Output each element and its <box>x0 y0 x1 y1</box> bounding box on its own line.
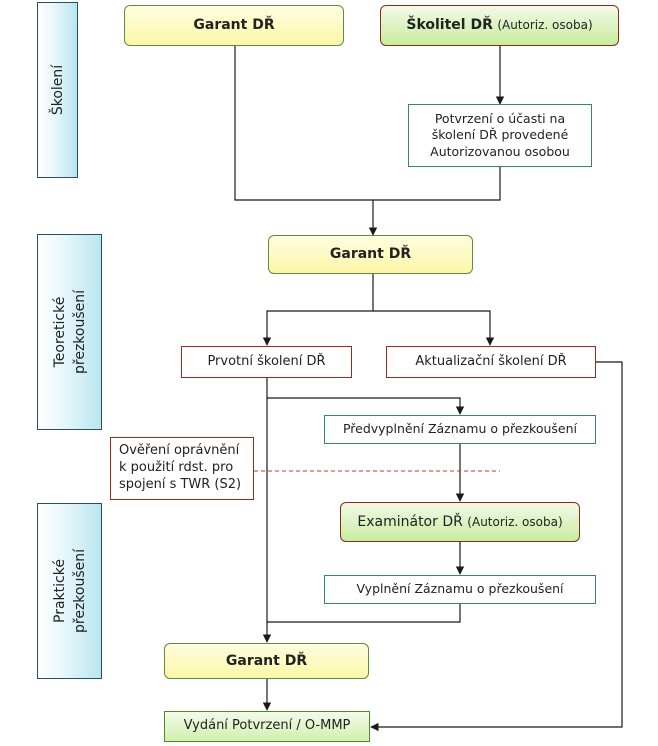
arrow-garant-mid-to-prvotni <box>262 274 374 346</box>
arrow-vyplneni-to-main <box>267 604 461 623</box>
examinator-main: Examinátor DŘ <box>357 513 463 530</box>
aktualizacni-label: Aktualizační školení DŘ <box>415 353 567 369</box>
arrow-potvrzeni-to-merge <box>373 167 501 201</box>
skolitel-label: Školitel DŘ (Autoriz. osoba) <box>406 16 592 34</box>
lane-teoreticke-label: Teoretické přezkoušení <box>51 289 88 375</box>
garant-bottom-label: Garant DŘ <box>225 652 308 669</box>
arrow-garant-top-to-garant-mid <box>234 46 378 236</box>
prvotni-node: Prvotní školení DŘ <box>181 346 352 378</box>
potvrzeni-ucasti-node: Potvrzení o účasti na školení DŘ provede… <box>408 104 592 167</box>
potvrzeni-ucasti-label: Potvrzení o účasti na školení DŘ provede… <box>430 111 570 159</box>
vydani-node: Vydání Potvrzení / O-MMP <box>164 711 370 742</box>
predvyplneni-node: Předvyplnění Záznamu o přezkoušení <box>324 415 596 444</box>
arrow-prvotni-to-predvyplneni <box>267 397 465 415</box>
garant-top-label: Garant DŘ <box>193 17 275 34</box>
examinator-label: Examinátor DŘ (Autoriz. osoba) <box>357 513 562 531</box>
lane-teoreticke: Teoretické přezkoušení <box>37 234 102 430</box>
arrow-aktualizacni-to-vydani <box>370 361 623 732</box>
overeni-node: Ověření oprávnění k použití rdst. pro sp… <box>110 437 254 500</box>
lane-prakticke-label: Praktické přezkoušení <box>51 548 88 634</box>
skolitel-node: Školitel DŘ (Autoriz. osoba) <box>380 5 619 46</box>
garant-bottom-node: Garant DŘ <box>164 643 369 679</box>
aktualizacni-node: Aktualizační školení DŘ <box>386 346 596 378</box>
vyplneni-label: Vyplnění Záznamu o přezkoušení <box>356 581 564 597</box>
skolitel-main: Školitel DŘ <box>406 17 493 34</box>
overeni-label: Ověření oprávnění k použití rdst. pro sp… <box>119 443 242 492</box>
lane-skoleni-label: Školení <box>49 64 66 116</box>
lane-prakticke: Praktické přezkoušení <box>37 503 102 679</box>
vydani-label: Vydání Potvrzení / O-MMP <box>183 718 351 734</box>
garant-top-node: Garant DŘ <box>124 5 344 46</box>
examinator-node: Examinátor DŘ (Autoriz. osoba) <box>340 502 580 542</box>
garant-mid-label: Garant DŘ <box>329 246 412 263</box>
vyplneni-node: Vyplnění Záznamu o přezkoušení <box>324 575 596 604</box>
predvyplneni-label: Předvyplnění Záznamu o přezkoušení <box>342 421 578 437</box>
arrow-garant-mid-to-aktualizacni <box>373 310 495 346</box>
examinator-note: (Autoriz. osoba) <box>467 514 563 529</box>
prvotni-label: Prvotní školení DŘ <box>207 353 326 369</box>
skolitel-note: (Autoriz. osoba) <box>497 18 593 33</box>
lane-skoleni: Školení <box>37 2 78 178</box>
garant-mid-node: Garant DŘ <box>268 235 473 274</box>
